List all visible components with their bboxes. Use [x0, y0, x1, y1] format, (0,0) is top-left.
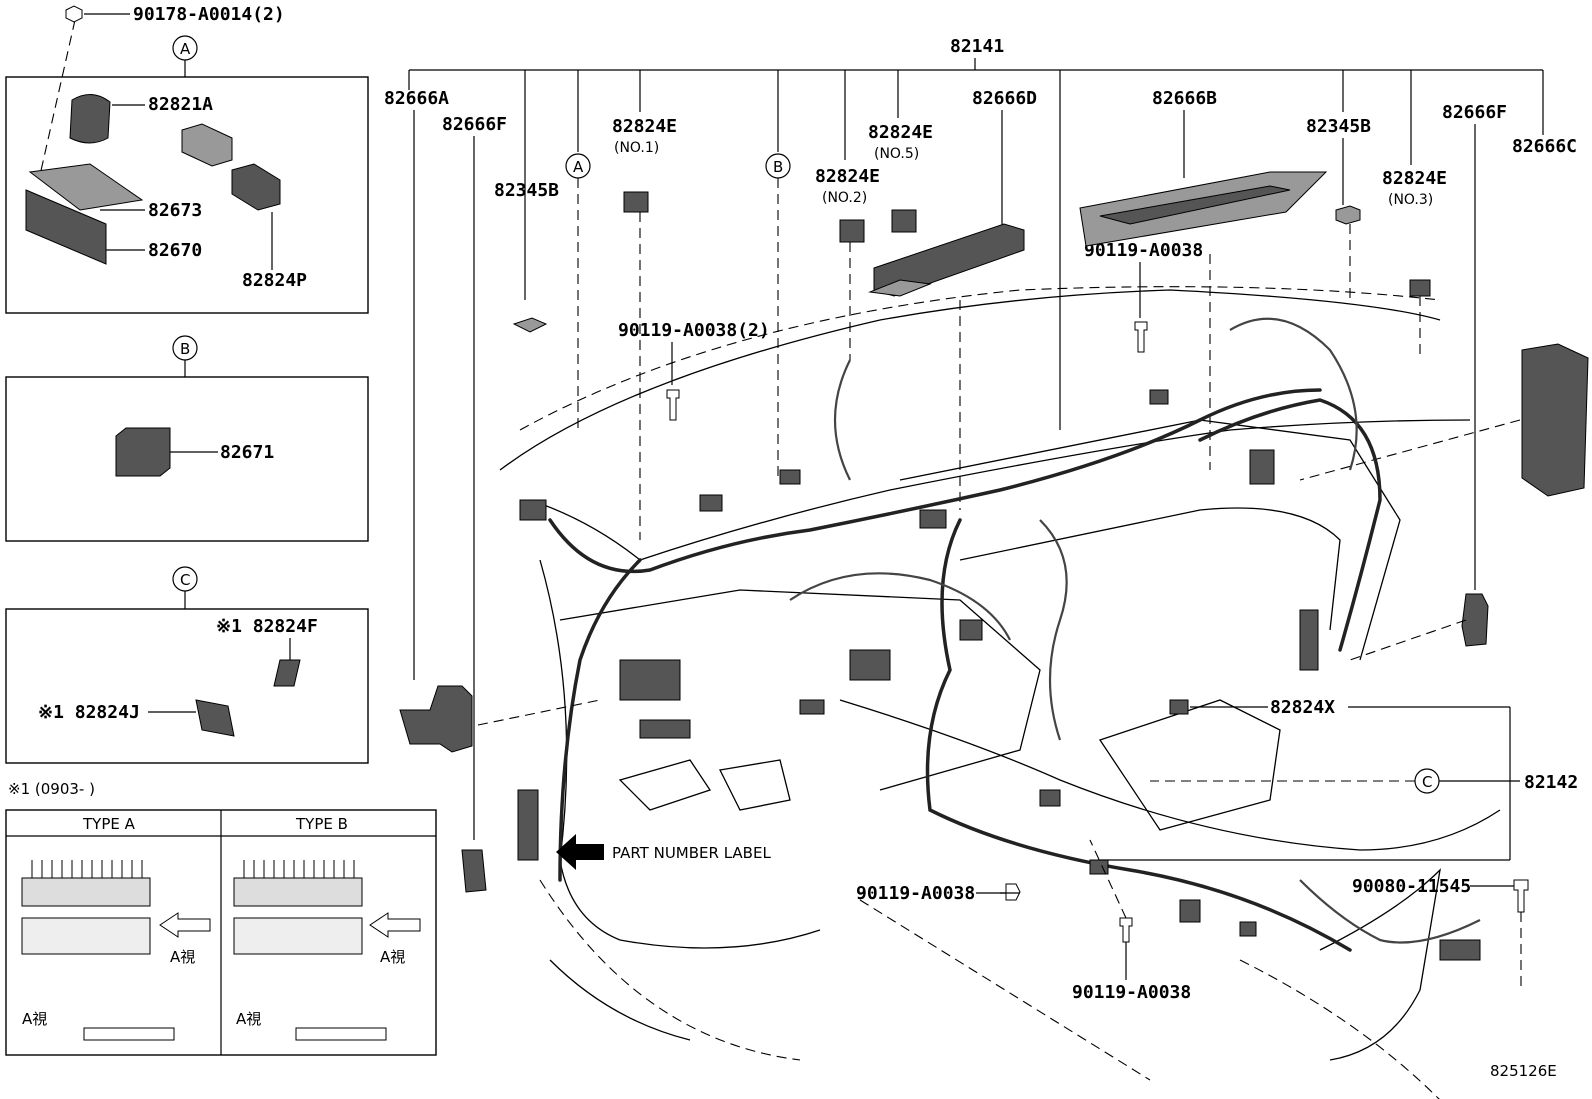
- arrow-left-icon-b: [369, 912, 421, 938]
- bolt-icon-right: [1513, 879, 1529, 913]
- inset-c: C ※1 82824F ※1 82824J: [5, 566, 369, 764]
- type-b-view: A視: [380, 948, 405, 966]
- part-82824e-no1: 82824E: [612, 116, 677, 137]
- left-components: PART NUMBER LABEL: [399, 685, 771, 893]
- bolt-90119-a0038-top: 90119-A0038: [1084, 240, 1203, 261]
- clip-82821a: [69, 94, 111, 144]
- part-82142: 82142: [1524, 772, 1578, 793]
- arrow-left-solid-icon: [556, 834, 604, 870]
- arrow-left-icon: [159, 912, 211, 938]
- part-82824e-no2: 82824E: [815, 166, 880, 187]
- note-label: ※1 (0903- ): [8, 780, 95, 798]
- relay-82671: [115, 427, 171, 477]
- bolt-90119-a0038-x2: 90119-A0038(2): [618, 320, 770, 341]
- part-82666d: 82666D: [972, 88, 1037, 109]
- callout-c-inset: C: [180, 571, 190, 589]
- part-82666b: 82666B: [1152, 88, 1217, 109]
- bolt-90080-11545: 90080-11545: [1352, 876, 1471, 897]
- label-no3: (NO.3): [1388, 192, 1433, 208]
- dashboard-body: [499, 286, 1501, 1099]
- type-a-label: TYPE A: [82, 815, 136, 833]
- part-82824e-no5: 82824E: [868, 122, 933, 143]
- part-82670: 82670: [148, 240, 202, 261]
- screw-icon: [65, 5, 83, 23]
- label-no5: (NO.5): [874, 146, 919, 162]
- diagram-code: 825126E: [1490, 1062, 1557, 1080]
- label-no2: (NO.2): [822, 190, 867, 206]
- bolt-icon-bottom: [1119, 917, 1133, 943]
- part-82821a: 82821A: [148, 94, 213, 115]
- part-82673: 82673: [148, 200, 202, 221]
- part-82666f-left: 82666F: [442, 114, 507, 135]
- bolt-90119-a0038-mid: 90119-A0038: [856, 883, 975, 904]
- part-82666c: 82666C: [1512, 136, 1577, 157]
- part-82345b-left: 82345B: [494, 180, 559, 201]
- callout-a-main: A: [573, 158, 584, 176]
- type-b-view-2: A視: [236, 1010, 261, 1028]
- bottom-bolts: 90119-A0038 90119-A0038 90080-11545: [856, 839, 1529, 1003]
- callout-b-inset: B: [180, 340, 190, 358]
- bolt-icon-2: [666, 389, 680, 421]
- part-number-label: PART NUMBER LABEL: [612, 844, 771, 862]
- part-82824x: 82824X: [1270, 697, 1335, 718]
- part-82824f: ※1 82824F: [216, 616, 318, 637]
- bolt-90119-a0038-bottom: 90119-A0038: [1072, 982, 1191, 1003]
- wire-harness: [517, 317, 1481, 961]
- type-b-label: TYPE B: [295, 815, 348, 833]
- main-leaders: 82141 82666A 82666F 82345B A 82824E (NO.…: [384, 36, 1577, 840]
- part-82824e-no3: 82824E: [1382, 168, 1447, 189]
- bolt-icon: [1134, 321, 1148, 353]
- part-82666f-right: 82666F: [1442, 102, 1507, 123]
- bolt-icon-mid: [1005, 883, 1021, 901]
- part-82671: 82671: [220, 442, 274, 463]
- label-no1: (NO.1): [614, 140, 659, 156]
- type-table: TYPE A TYPE B A視 A視 A視 A視: [5, 809, 437, 1056]
- top-parts: [512, 171, 1589, 540]
- inset-b: B 82671: [5, 335, 369, 542]
- callout-b-main: B: [773, 158, 783, 176]
- part-82824p: 82824P: [242, 270, 307, 291]
- inset-a: 90178-A0014(2) A 82821A 82824P 82673 826…: [5, 4, 369, 314]
- part-82345b-right: 82345B: [1306, 116, 1371, 137]
- part-82666a: 82666A: [384, 88, 449, 109]
- callout-a-inset: A: [180, 40, 191, 58]
- part-82824j: ※1 82824J: [38, 702, 140, 723]
- part-82141: 82141: [950, 36, 1004, 57]
- part-90178-a0014: 90178-A0014(2): [133, 4, 285, 25]
- type-a-view-2: A視: [22, 1010, 47, 1028]
- right-components: 82824X C 82142: [1100, 593, 1578, 861]
- type-a-view: A視: [170, 948, 195, 966]
- callout-c-main: C: [1422, 773, 1432, 791]
